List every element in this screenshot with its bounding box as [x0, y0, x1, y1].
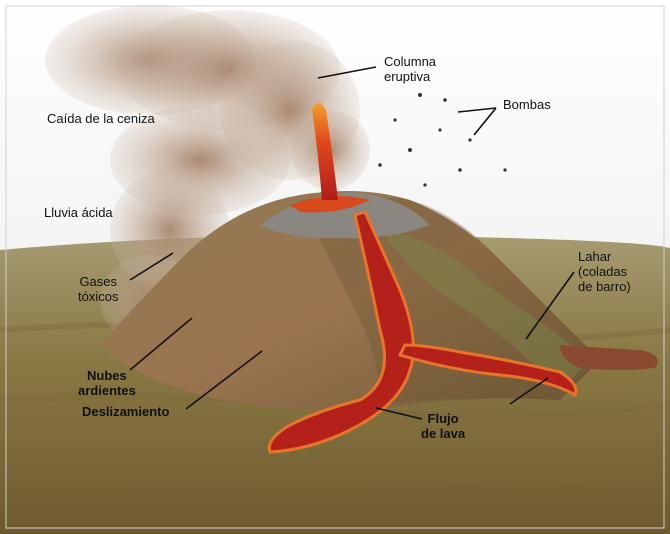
label-nubes-ardientes: Nubes ardientes: [78, 368, 136, 398]
label-lahar: Lahar (coladas de barro): [578, 249, 631, 294]
label-gases-toxicos: Gases tóxicos: [78, 274, 118, 304]
label-deslizamiento: Deslizamiento: [82, 404, 169, 419]
label-caida-ceniza: Caída de la ceniza: [47, 111, 155, 126]
label-bombas: Bombas: [503, 97, 551, 112]
label-columna-eruptiva: Columna eruptiva: [384, 54, 436, 84]
label-flujo-lava: Flujo de lava: [421, 411, 465, 441]
label-lluvia-acida: Lluvia ácida: [44, 205, 113, 220]
